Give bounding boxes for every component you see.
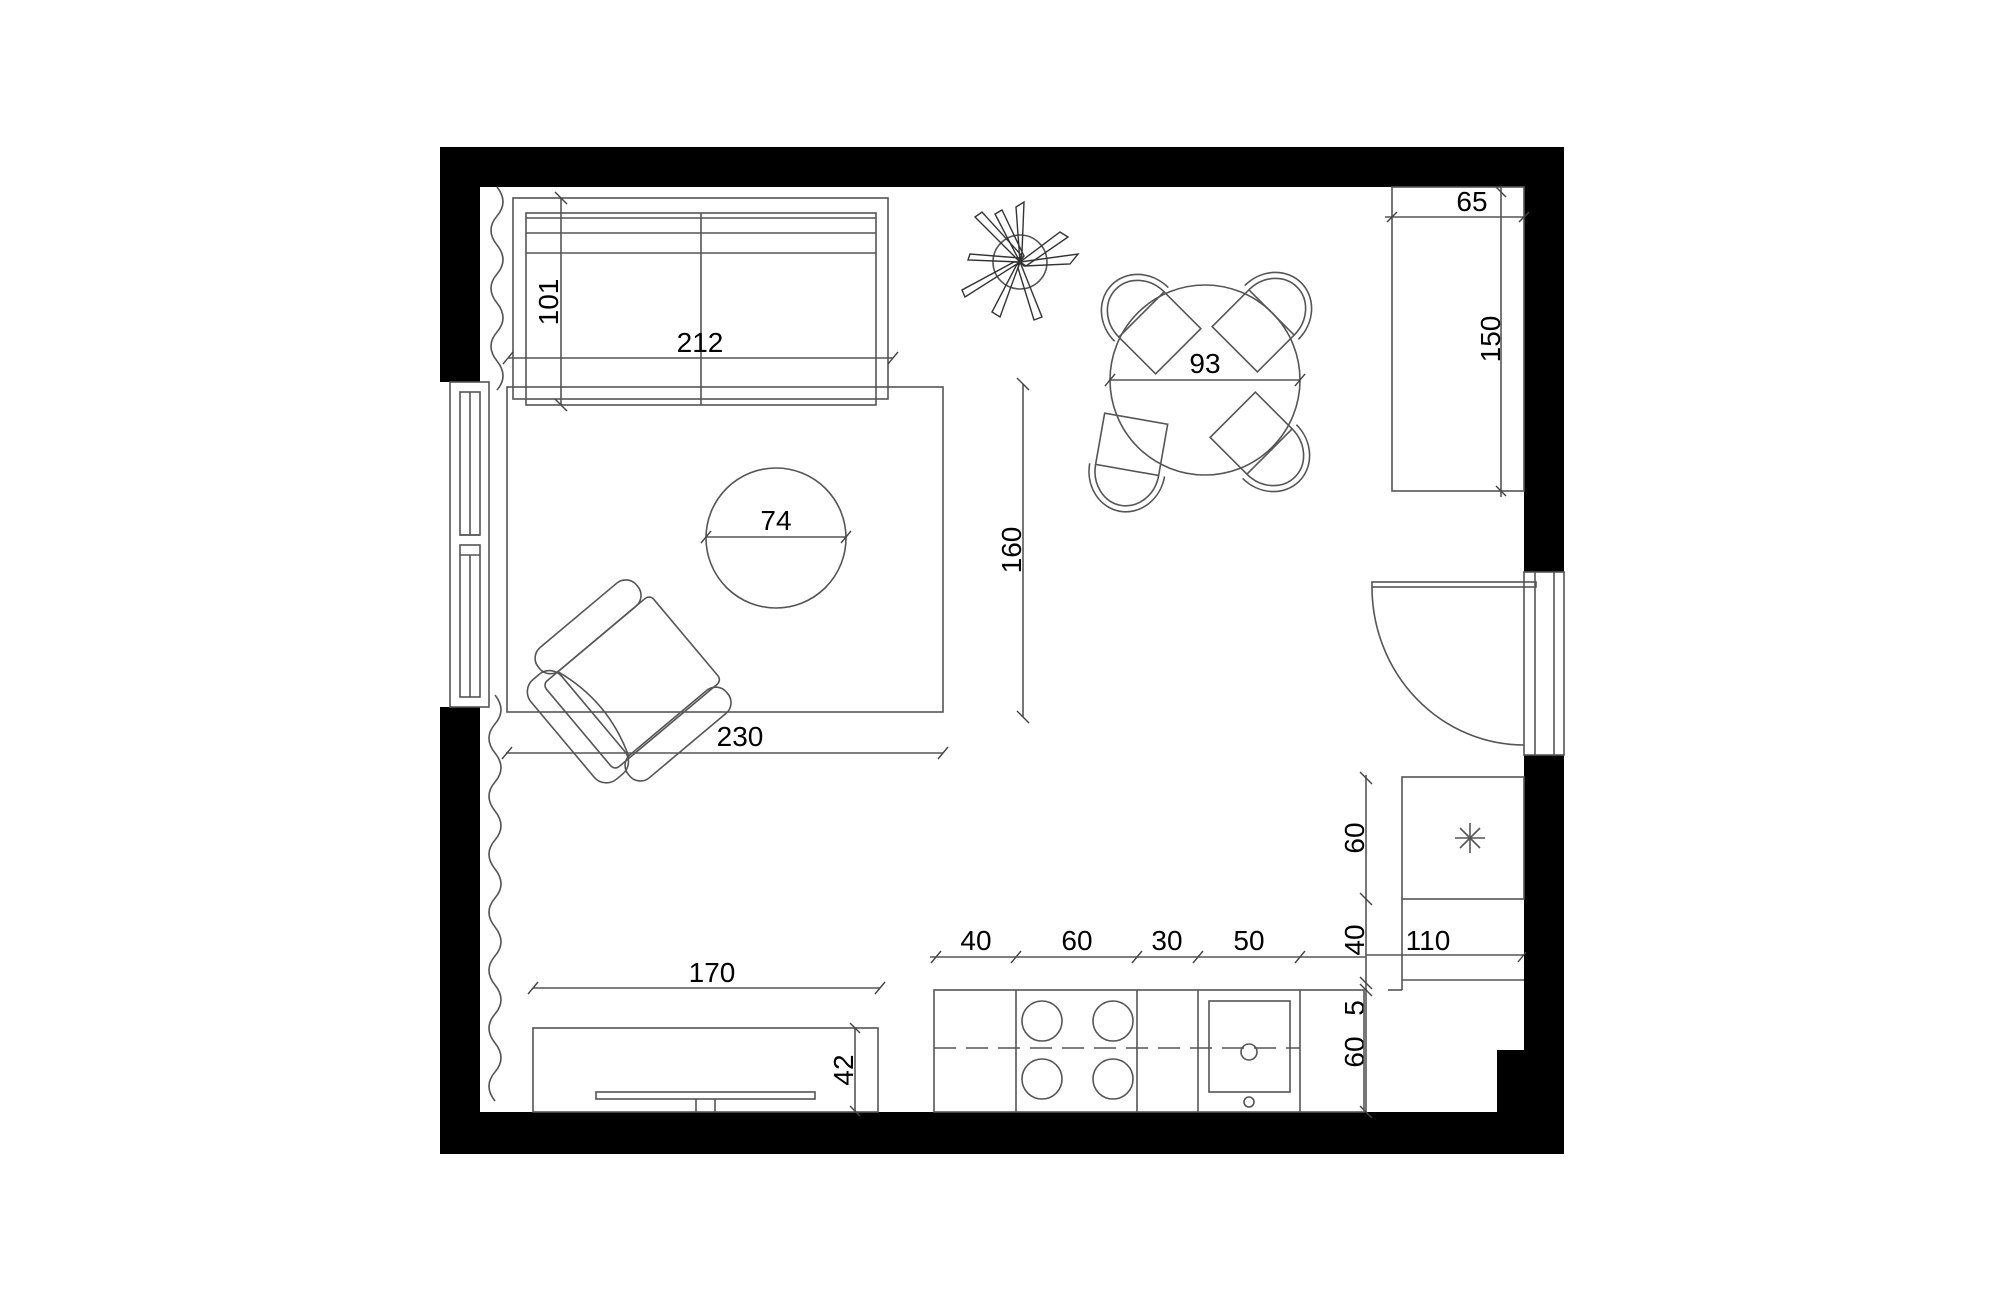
- coffee-table-label: 74: [760, 505, 791, 536]
- wall-bottom: [440, 1112, 1564, 1154]
- chair-icon: [1088, 412, 1169, 513]
- rug-height-dimension: 160: [996, 377, 1030, 724]
- counter-depth-label: 60: [1339, 1036, 1370, 1067]
- sink-icon: [1208, 1000, 1291, 1108]
- sofa-depth-dimension: 101: [533, 191, 568, 412]
- sofa-width-label: 212: [677, 327, 724, 358]
- cabinet-icon: 65 150: [1385, 186, 1530, 497]
- fridge-depth-label: 60: [1339, 822, 1370, 853]
- kitchen-segment-4-label: 50: [1233, 925, 1264, 956]
- chair-icon: [1100, 273, 1202, 375]
- counter-gap-label: 5: [1339, 1000, 1370, 1016]
- tv-unit-depth-label: 42: [828, 1054, 859, 1085]
- chair-icon: [1211, 271, 1313, 373]
- sofa-icon: [512, 197, 889, 406]
- kitchen-segment-2-label: 60: [1061, 925, 1092, 956]
- wall-right-lower: [1524, 755, 1564, 1154]
- dining-set: 93: [1088, 271, 1313, 513]
- sofa-width-dimension: 212: [502, 327, 899, 365]
- dining-table-label: 93: [1189, 348, 1220, 379]
- rug-width-label: 230: [717, 721, 764, 752]
- window-icon: [449, 381, 490, 708]
- fridge-width-label: 110: [1406, 925, 1451, 956]
- kitchen-horizontal-dimension: 40 60 30 50: [930, 925, 1366, 964]
- fridge-gap-label: 40: [1339, 924, 1370, 955]
- walls: [440, 147, 1564, 1154]
- cabinet-length-label: 150: [1475, 316, 1506, 363]
- kitchen-segment-1-label: 40: [960, 925, 991, 956]
- cooktop-icon: [1021, 1000, 1134, 1100]
- counter-icon: [933, 989, 1365, 1113]
- rug-width-dimension: 230: [501, 721, 949, 760]
- wall-top: [440, 147, 1564, 187]
- cabinet-width-label: 65: [1456, 186, 1487, 217]
- pillar: [1497, 1050, 1527, 1115]
- plant-icon: [961, 200, 1080, 321]
- tv-icon: 170 42: [527, 957, 886, 1117]
- armchair-icon: [526, 579, 732, 784]
- round-table-icon: 74: [700, 467, 852, 609]
- snowflake-icon: [1455, 823, 1485, 853]
- kitchen-vertical-dimension: 60 40 5 60: [1339, 771, 1373, 1119]
- wall-right-upper: [1524, 147, 1564, 572]
- wall-left-lower: [440, 707, 480, 1154]
- curtain-icon: [488, 186, 504, 1102]
- tv-unit-width-label: 170: [689, 957, 736, 988]
- rug-depth-label: 160: [996, 527, 1027, 574]
- sofa-depth-label: 101: [533, 279, 564, 326]
- chair-icon: [1209, 391, 1311, 493]
- door-swing-icon: [1371, 571, 1565, 756]
- rug-icon: [506, 386, 944, 713]
- fridge-icon: 110: [1366, 776, 1527, 991]
- kitchen-segment-3-label: 30: [1151, 925, 1182, 956]
- wall-left-upper: [440, 147, 480, 382]
